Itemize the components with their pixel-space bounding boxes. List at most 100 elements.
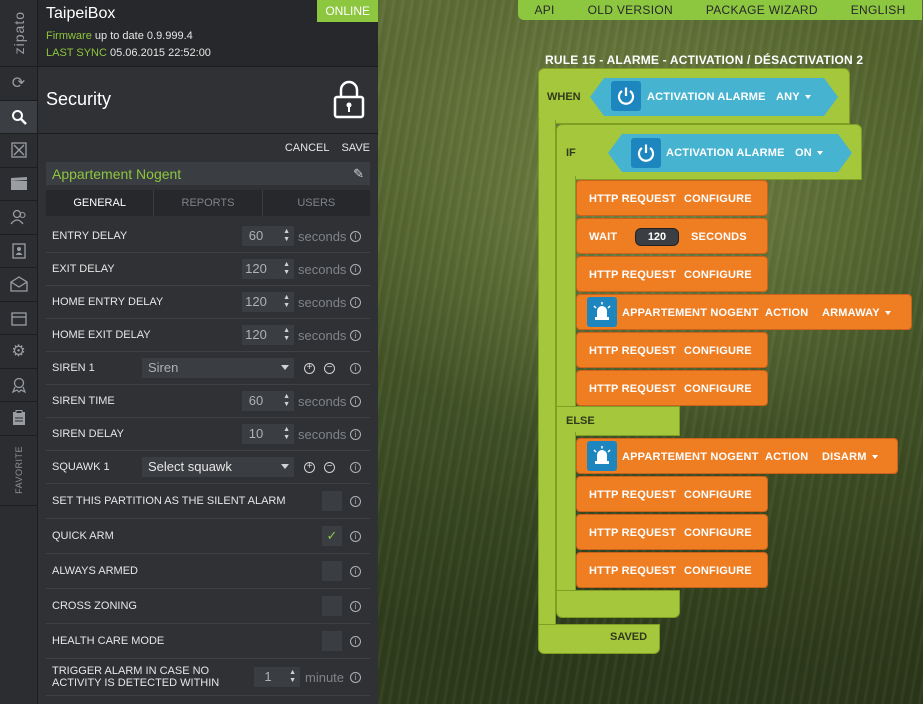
scenes-icon[interactable] — [0, 168, 37, 201]
partition-action-block[interactable]: APPARTEMENT NOGENT ACTION ARMAWAY — [576, 294, 912, 330]
power-icon — [611, 81, 641, 111]
chevron-down-icon — [871, 455, 878, 460]
rule-spine — [538, 120, 556, 650]
quick-arm-checkbox[interactable]: ✓ — [322, 526, 342, 546]
siren-time-input[interactable]: 60▲▼ — [242, 391, 294, 411]
clipboard-icon[interactable] — [0, 402, 37, 436]
tab-users[interactable]: USERS — [297, 197, 336, 209]
siren-time-unit: seconds — [298, 393, 347, 409]
nav-api[interactable]: API — [534, 3, 555, 17]
stepper-icon: ▲▼ — [283, 228, 290, 243]
checkmark-icon: ✓ — [326, 528, 338, 543]
cancel-button[interactable]: CANCEL — [284, 142, 330, 154]
home-exit-delay-input[interactable]: 120▲▼ — [242, 325, 294, 345]
wait-value-input[interactable]: 120 — [635, 228, 679, 246]
always-armed-checkbox[interactable] — [322, 561, 342, 581]
tab-reports[interactable]: REPORTS — [154, 190, 263, 216]
http-request-block[interactable]: HTTP REQUEST CONFIGURE — [576, 476, 768, 512]
siren1-select[interactable]: Siren — [142, 358, 294, 378]
configure-button[interactable]: CONFIGURE — [684, 527, 752, 539]
http-request-block[interactable]: HTTP REQUEST CONFIGURE — [576, 552, 768, 588]
http-request-block[interactable]: HTTP REQUEST CONFIGURE — [576, 370, 768, 406]
silent-alarm-checkbox[interactable] — [322, 491, 342, 511]
http-request-block[interactable]: HTTP REQUEST CONFIGURE — [576, 180, 768, 216]
configure-button[interactable]: CONFIGURE — [684, 383, 752, 395]
stepper-icon: ▲▼ — [283, 327, 290, 342]
messages-icon[interactable] — [0, 268, 37, 302]
info-icon[interactable]: i — [350, 395, 361, 407]
add-icon[interactable]: + — [304, 362, 315, 374]
configure-button[interactable]: CONFIGURE — [684, 269, 752, 281]
box-icon[interactable] — [0, 302, 37, 335]
configure-button[interactable]: CONFIGURE — [684, 193, 752, 205]
info-icon[interactable]: i — [350, 495, 361, 507]
cross-zoning-checkbox[interactable] — [322, 596, 342, 616]
devices-icon[interactable] — [0, 134, 37, 168]
partition-name-bar[interactable]: Appartement Nogent ✎ — [46, 162, 370, 185]
chevron-down-icon — [884, 311, 891, 316]
http-request-block[interactable]: HTTP REQUEST CONFIGURE — [576, 332, 768, 368]
remove-icon[interactable]: − — [324, 461, 335, 473]
configure-button[interactable]: CONFIGURE — [684, 565, 752, 577]
info-icon[interactable]: i — [350, 461, 361, 473]
trigger-no-activity-input[interactable]: 1▲▼ — [254, 667, 300, 687]
exit-delay-input[interactable]: 120▲▼ — [242, 259, 294, 279]
http-request-block[interactable]: HTTP REQUEST CONFIGURE — [576, 514, 768, 550]
nav-old-version[interactable]: OLD VERSION — [587, 3, 673, 17]
award-icon[interactable] — [0, 369, 37, 402]
info-icon[interactable]: i — [350, 671, 361, 683]
search-icon[interactable] — [0, 100, 37, 134]
action-dropdown[interactable]: ARMAWAY — [822, 307, 891, 319]
if-condition-shape[interactable] — [608, 134, 852, 172]
info-icon[interactable]: i — [350, 428, 361, 440]
nav-language[interactable]: ENGLISH — [850, 3, 906, 17]
home-entry-delay-row: HOME ENTRY DELAY 120▲▼ seconds i — [46, 286, 370, 319]
siren-delay-input[interactable]: 10▲▼ — [242, 424, 294, 444]
always-armed-label: ALWAYS ARMED — [52, 565, 138, 577]
users-icon[interactable] — [0, 201, 37, 235]
info-icon[interactable]: i — [350, 600, 361, 612]
health-care-row: HEALTH CARE MODE i — [46, 624, 370, 659]
http-request-block[interactable]: HTTP REQUEST CONFIGURE — [576, 256, 768, 292]
info-icon[interactable]: i — [350, 362, 361, 374]
pencil-icon[interactable]: ✎ — [353, 165, 364, 181]
home-entry-delay-input[interactable]: 120▲▼ — [242, 292, 294, 312]
else-block[interactable] — [556, 406, 680, 436]
when-trigger-shape[interactable] — [590, 78, 838, 116]
squawk1-select[interactable]: Select squawk — [142, 457, 294, 477]
info-icon[interactable]: i — [350, 263, 361, 275]
alarm-siren-icon — [587, 297, 617, 327]
info-icon[interactable]: i — [350, 565, 361, 577]
configure-button[interactable]: CONFIGURE — [684, 489, 752, 501]
if-state-dropdown[interactable]: ON — [795, 147, 823, 159]
partition-action-block[interactable]: APPARTEMENT NOGENT ACTION DISARM — [576, 438, 898, 474]
info-icon[interactable]: i — [350, 296, 361, 308]
zipato-logo: zipato — [0, 0, 37, 67]
lock-icon[interactable] — [333, 79, 365, 124]
settings-gear-icon[interactable]: ⚙ — [0, 335, 37, 369]
action-dropdown[interactable]: DISARM — [822, 451, 878, 463]
info-icon[interactable]: i — [350, 530, 361, 542]
entry-delay-input[interactable]: 60▲▼ — [242, 226, 294, 246]
siren-time-label: SIREN TIME — [52, 395, 115, 407]
box-header: TaipeiBox ONLINE Firmware up to date 0.9… — [38, 0, 378, 67]
configure-button[interactable]: CONFIGURE — [684, 345, 752, 357]
wait-block[interactable]: WAIT 120 SECONDS — [576, 218, 768, 254]
info-icon[interactable]: i — [350, 635, 361, 647]
favorite-tab[interactable]: FAVORITE — [0, 436, 37, 506]
info-icon[interactable]: i — [350, 230, 361, 242]
health-care-checkbox[interactable] — [322, 631, 342, 651]
sync-icon[interactable]: ⟳ — [0, 67, 37, 101]
remove-icon[interactable]: − — [324, 362, 335, 374]
contacts-icon[interactable] — [0, 235, 37, 268]
add-icon[interactable]: + — [304, 461, 315, 473]
exit-delay-row: EXIT DELAY 120▲▼ seconds i — [46, 253, 370, 286]
nav-package-wizard[interactable]: PACKAGE WIZARD — [705, 3, 818, 17]
info-icon[interactable]: i — [350, 329, 361, 341]
alarm-siren-icon — [587, 441, 617, 471]
when-state-dropdown[interactable]: ANY — [776, 91, 811, 103]
tab-general[interactable]: GENERAL — [46, 190, 155, 216]
save-button[interactable]: SAVE — [341, 142, 370, 154]
